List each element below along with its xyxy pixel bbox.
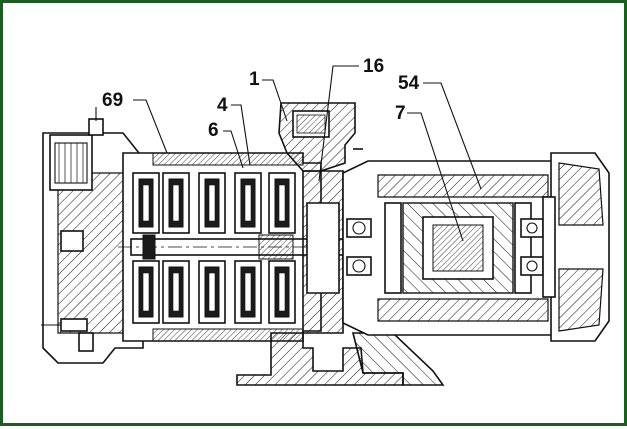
discharge-body — [278, 102, 363, 334]
fan-cover — [542, 152, 610, 342]
inlet-housing — [41, 107, 144, 364]
impeller-stages — [132, 172, 296, 324]
callout-54: 54 — [398, 73, 420, 94]
motor-housing — [342, 160, 564, 336]
callout-1: 1 — [249, 69, 260, 90]
callout-4: 4 — [217, 95, 228, 116]
callout-69: 69 — [102, 90, 123, 111]
callout-16: 16 — [363, 56, 384, 77]
callout-labels: 69 4 6 1 16 54 7 — [102, 56, 420, 141]
pump-cross-section-drawing: 69 4 6 1 16 54 7 — [41, 56, 611, 386]
callout-7: 7 — [395, 103, 406, 124]
pump-foot — [236, 332, 445, 386]
callout-6: 6 — [208, 120, 219, 141]
callout-leaders — [133, 65, 482, 242]
